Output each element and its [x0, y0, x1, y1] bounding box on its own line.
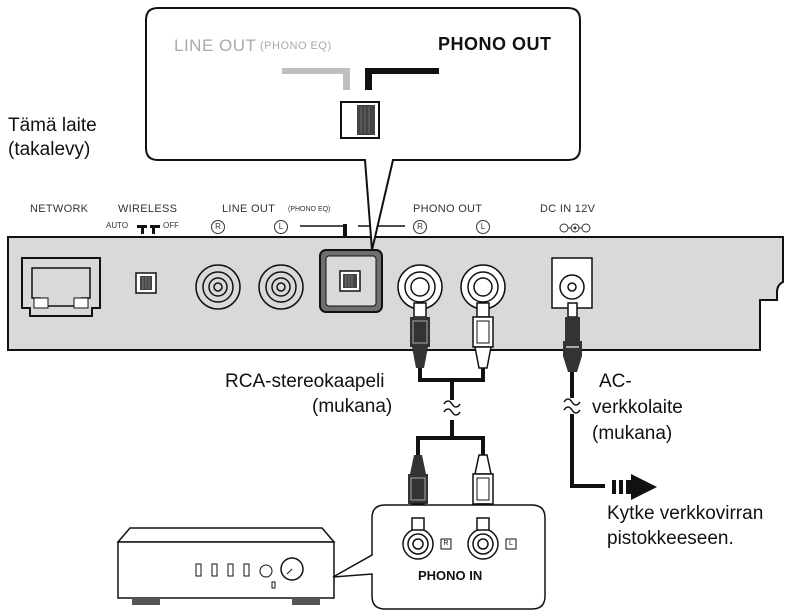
dc-polarity-icon — [559, 223, 591, 233]
phono-in-r-badge — [440, 538, 452, 550]
line-out-r-marker: R — [211, 220, 225, 234]
rca-cable-caption-line2: (mukana) — [312, 396, 393, 417]
device-caption-line2: (takalevy) — [8, 139, 91, 160]
phono-in-l-letter: L — [509, 540, 513, 547]
rca-cable-caption-line1: RCA-stereokaapeli — [225, 371, 385, 392]
amplifier — [116, 527, 336, 605]
device-rear-panel — [7, 236, 784, 351]
phono-out-r-jack — [397, 264, 443, 310]
line-phono-indicator — [300, 224, 405, 238]
callout-phono-out-label: PHONO OUT — [438, 34, 552, 54]
plug-tip-r — [411, 517, 425, 531]
phono-in-r-letter: R — [443, 540, 449, 547]
ac-adapter-caption-line2: verkkolaite — [592, 397, 683, 418]
panel-line-out-label: LINE OUT — [222, 203, 276, 215]
network-label: NETWORK — [30, 203, 89, 215]
phono-in-l-jack — [467, 528, 499, 560]
outlet-caption-line2: pistokkeeseen. — [607, 528, 734, 549]
callout-line-out-label: LINE OUT — [174, 36, 257, 55]
panel-phono-out-label: PHONO OUT — [413, 203, 483, 215]
plug-tip-l — [476, 517, 490, 531]
phono-in-l-badge — [505, 538, 517, 550]
wireless-switch — [135, 272, 157, 294]
off-label: OFF — [163, 221, 179, 230]
amp-callout — [332, 504, 546, 610]
device-caption-line1: Tämä laite — [8, 115, 97, 136]
phono-out-l-jack — [460, 264, 506, 310]
wireless-label: WIRELESS — [118, 203, 178, 215]
dc-in-jack — [551, 257, 593, 309]
phono-in-r-jack — [402, 528, 434, 560]
phono-out-r-marker: R — [413, 220, 427, 234]
line-out-r-jack — [195, 264, 241, 310]
ac-adapter-caption-line1: AC- — [599, 371, 632, 392]
dc-in-label: DC IN 12V — [540, 203, 596, 215]
panel-phono-eq-label: (PHONO EQ) — [288, 206, 331, 213]
callout-phono-eq-label: (PHONO EQ) — [260, 40, 332, 52]
phono-in-label: PHONO IN — [418, 568, 483, 583]
outlet-caption-line1: Kytke verkkovirran — [607, 503, 764, 524]
line-out-l-marker: L — [274, 220, 288, 234]
wireless-mode-icon — [137, 225, 160, 234]
outlet-arrow-icon — [612, 474, 657, 500]
phono-eq-switch — [319, 249, 383, 313]
ac-adapter-caption-line3: (mukana) — [592, 423, 673, 444]
ac-adapter-cable — [563, 302, 605, 488]
auto-label: AUTO — [106, 221, 129, 230]
zoom-callout — [145, 7, 581, 251]
phono-out-l-marker: L — [476, 220, 490, 234]
network-port — [21, 257, 101, 317]
line-out-l-jack — [258, 264, 304, 310]
